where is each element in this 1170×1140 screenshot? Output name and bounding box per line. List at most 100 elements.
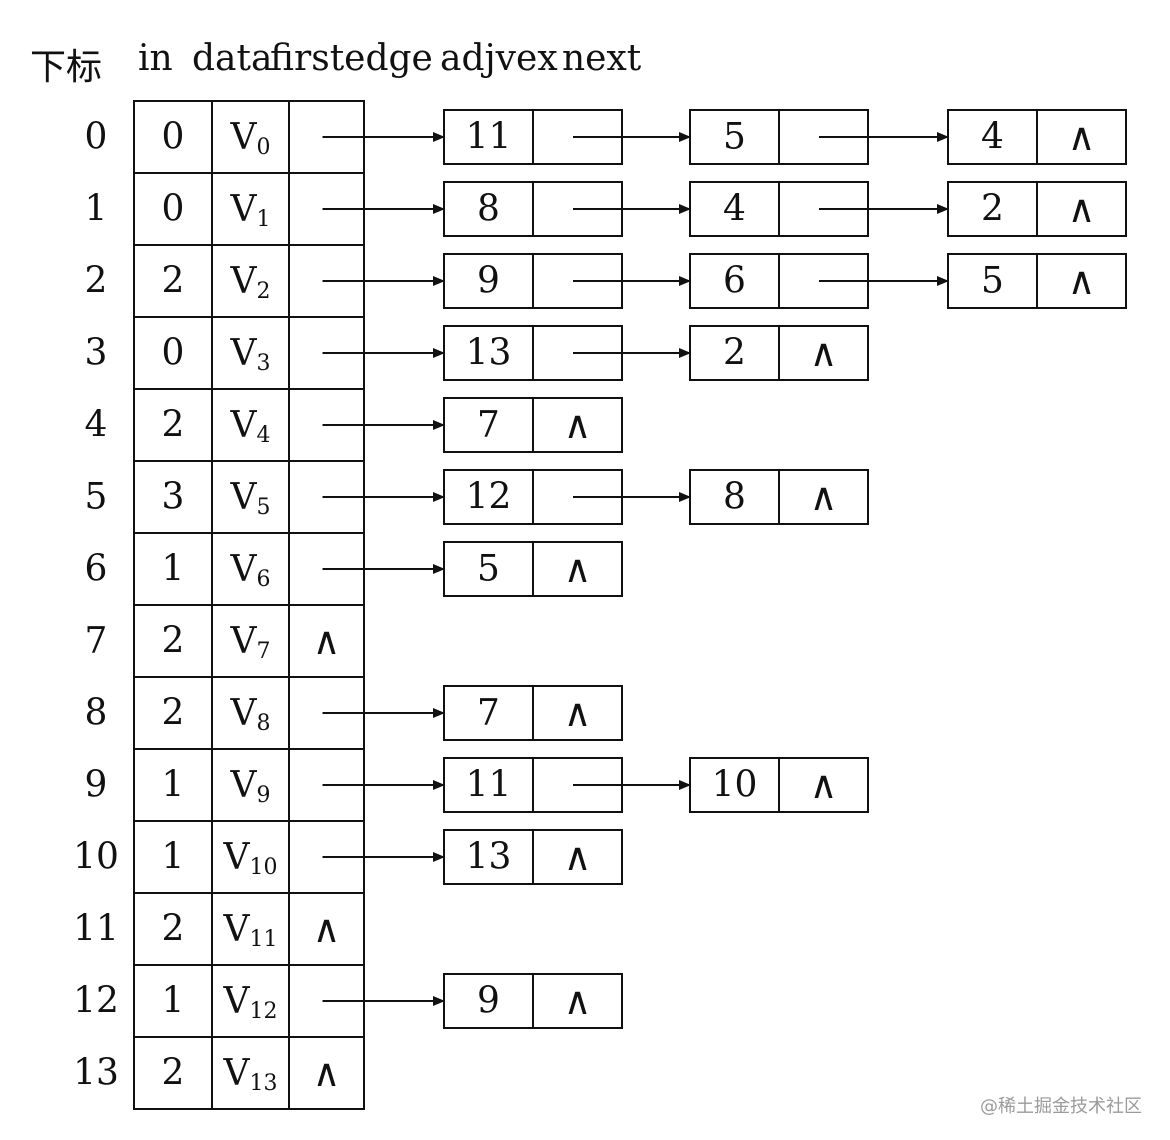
vertex-data-name: V [230, 549, 258, 590]
edge-adjvex: 5 [477, 549, 500, 590]
vertex-data: V6 [230, 549, 271, 592]
vertex-index-label: 10 [73, 837, 119, 878]
vertex-row: 10 1 V10 13∧ [73, 829, 623, 885]
vertex-index-label: 12 [73, 981, 119, 1022]
vertex-index-label: 0 [85, 117, 108, 158]
vertex-in-degree: 2 [162, 909, 185, 950]
vertex-row: 11 2 V11 ∧ [73, 907, 340, 952]
vertex-data-subscript: 10 [250, 855, 278, 880]
edge-next-null-symbol: ∧ [564, 979, 592, 1023]
edge-adjvex: 12 [466, 477, 512, 518]
edge-node: 5 [689, 109, 949, 165]
edge-node: 13∧ [443, 829, 623, 885]
vertex-data-name: V [230, 477, 258, 518]
edge-adjvex: 8 [723, 477, 746, 518]
edge-node: 11 [443, 757, 691, 813]
vertex-data: V13 [223, 1053, 278, 1096]
edge-node: 5∧ [443, 541, 623, 597]
vertex-index-label: 11 [73, 909, 119, 950]
edge-node: 2∧ [947, 181, 1127, 237]
vertex-data-name: V [230, 621, 258, 662]
vertex-index-label: 9 [85, 765, 108, 806]
vertex-data-subscript: 5 [257, 495, 271, 520]
edge-next-null-symbol: ∧ [810, 763, 838, 807]
vertex-data: V0 [230, 117, 271, 160]
edge-adjvex: 4 [723, 189, 746, 230]
vertex-data-subscript: 2 [257, 279, 271, 304]
edge-node: 4 [689, 181, 949, 237]
vertex-in-degree: 2 [162, 405, 185, 446]
edge-adjvex: 7 [477, 693, 500, 734]
vertex-data-subscript: 13 [250, 1071, 278, 1096]
vertex-data: V12 [223, 981, 278, 1024]
edge-next-null-symbol: ∧ [810, 331, 838, 375]
vertex-data-subscript: 6 [257, 567, 271, 592]
vertex-index-label: 1 [85, 189, 108, 230]
edge-node: 2∧ [689, 325, 869, 381]
vertex-data-name: V [230, 117, 258, 158]
edge-next-null-symbol: ∧ [564, 403, 592, 447]
vertex-data: V7 [230, 621, 271, 664]
header-adjvex-label: adjvex [440, 38, 558, 79]
vertex-in-degree: 0 [162, 333, 185, 374]
vertex-index-label: 7 [85, 621, 108, 662]
vertex-in-degree: 1 [162, 981, 185, 1022]
vertex-data: V1 [230, 189, 271, 232]
vertex-index-label: 6 [85, 549, 108, 590]
edge-node: 4∧ [947, 109, 1127, 165]
vertex-index-label: 8 [85, 693, 108, 734]
vertex-index-label: 3 [85, 333, 108, 374]
edge-adjvex: 10 [712, 765, 758, 806]
vertex-data: V10 [223, 837, 278, 880]
vertex-data-name: V [223, 981, 251, 1022]
edge-node: 12 [443, 469, 691, 525]
vertex-data: V3 [230, 333, 271, 376]
edge-adjvex: 2 [981, 189, 1004, 230]
vertex-data-name: V [230, 405, 258, 446]
vertex-data-name: V [223, 909, 251, 950]
firstedge-null-symbol: ∧ [313, 907, 341, 951]
vertex-in-degree: 1 [162, 549, 185, 590]
vertex-in-degree: 1 [162, 837, 185, 878]
vertex-data-subscript: 9 [257, 783, 271, 808]
vertex-data-name: V [223, 1053, 251, 1094]
vertex-in-degree: 2 [162, 693, 185, 734]
firstedge-null-symbol: ∧ [313, 1051, 341, 1095]
edge-next-null-symbol: ∧ [564, 691, 592, 735]
vertex-data-subscript: 4 [257, 423, 271, 448]
vertex-in-degree: 3 [162, 477, 185, 518]
edge-adjvex: 11 [466, 765, 512, 806]
vertex-data-subscript: 1 [257, 207, 271, 232]
edge-adjvex: 9 [477, 261, 500, 302]
edge-adjvex: 5 [981, 261, 1004, 302]
vertex-data-name: V [230, 189, 258, 230]
edge-next-null-symbol: ∧ [1068, 115, 1096, 159]
header-firstedge-label: firstedge [270, 38, 433, 79]
vertex-data-subscript: 12 [250, 999, 278, 1024]
edge-adjvex: 6 [723, 261, 746, 302]
edge-node: 11 [443, 109, 691, 165]
edge-next-null-symbol: ∧ [810, 475, 838, 519]
edge-next-null-symbol: ∧ [564, 835, 592, 879]
vertex-data: V11 [223, 909, 278, 952]
edge-adjvex: 5 [723, 117, 746, 158]
edge-node: 7∧ [443, 685, 623, 741]
vertex-data-subscript: 8 [257, 711, 271, 736]
vertex-data-name: V [230, 333, 258, 374]
vertex-data: V8 [230, 693, 271, 736]
vertex-data: V5 [230, 477, 271, 520]
vertex-in-degree: 2 [162, 1053, 185, 1094]
vertex-data-subscript: 0 [257, 135, 271, 160]
vertex-data: V4 [230, 405, 271, 448]
edge-node: 13 [443, 325, 691, 381]
edge-node: 9 [443, 253, 691, 309]
vertex-index-label: 4 [85, 405, 108, 446]
